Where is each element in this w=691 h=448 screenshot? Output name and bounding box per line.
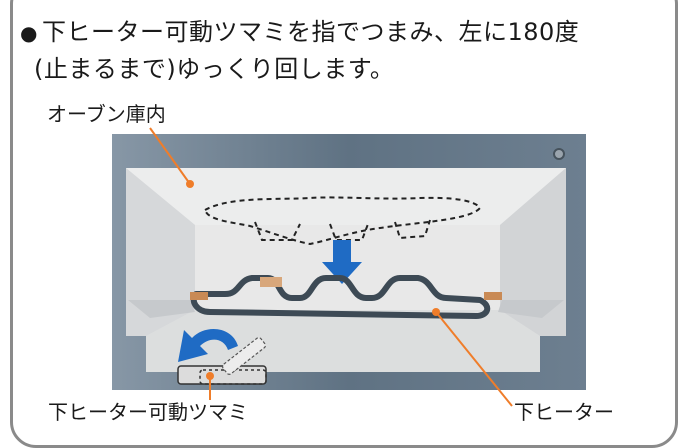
knob-slot: [177, 365, 267, 385]
leader-heater: [435, 311, 513, 407]
left-rail: [128, 300, 195, 318]
heater-bracket-left: [190, 292, 208, 300]
knob-rotated-dashed: [222, 337, 266, 375]
leader-oven-dot: [186, 180, 194, 188]
upper-heater-dashed: [203, 196, 482, 246]
oven-illustration: [112, 127, 586, 407]
instruction-line-1: 下ヒーター可動ツマミを指でつまみ、左に180度: [41, 18, 580, 46]
heater-bracket-right: [484, 292, 502, 300]
label-knob: 下ヒーター可動ツマミ: [48, 400, 248, 424]
leader-oven: [149, 127, 191, 185]
leader-knob-dot: [206, 372, 214, 380]
label-oven-interior: オーブン庫内: [47, 102, 166, 126]
oven-left-wall: [126, 168, 195, 336]
frame-screw-icon: [553, 148, 565, 160]
bullet-icon: ●: [20, 21, 38, 45]
instruction-text: ●下ヒーター可動ツマミを指でつまみ、左に180度 (止まるまで)ゆっくり回します…: [20, 14, 680, 87]
rotate-arrow-icon: [178, 328, 238, 362]
oven-ceiling: [126, 168, 566, 225]
leader-heater-dot: [432, 308, 440, 316]
instruction-line-2: (止まるまで)ゆっくり回します。: [34, 55, 395, 83]
heater-mount: [260, 277, 282, 287]
right-rail: [498, 300, 564, 318]
oven-right-wall: [500, 168, 566, 336]
down-arrow-icon: [322, 240, 362, 284]
label-heater: 下ヒーター: [514, 400, 614, 424]
